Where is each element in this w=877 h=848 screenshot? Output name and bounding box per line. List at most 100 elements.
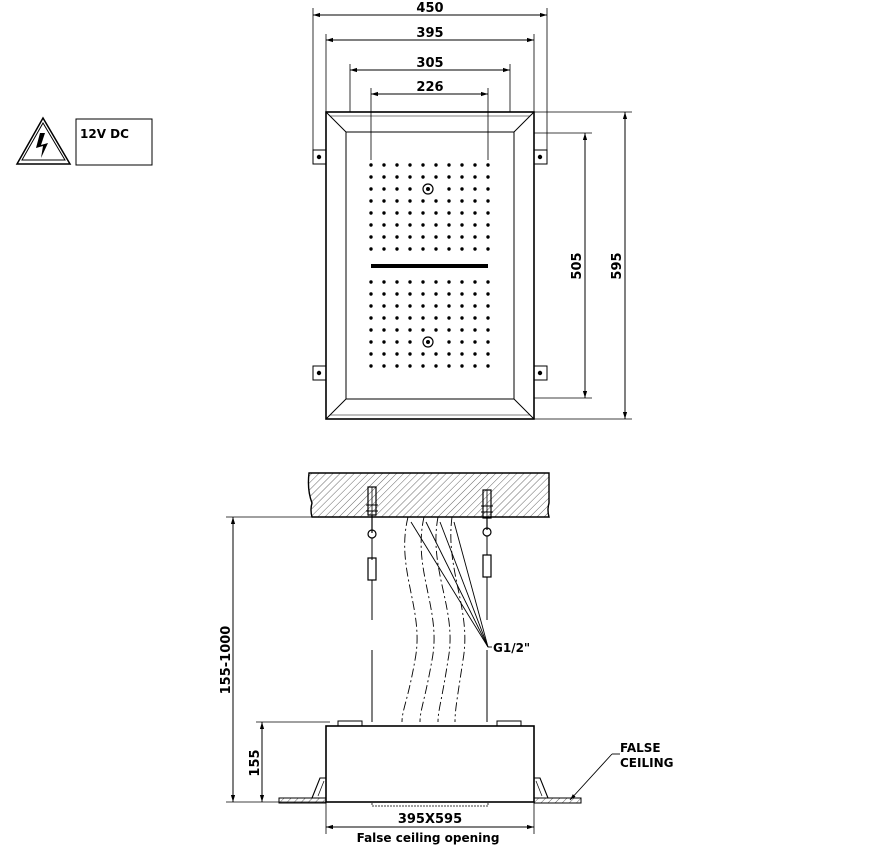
flexible-hoses — [401, 516, 466, 723]
nozzle-dot — [473, 316, 477, 320]
nozzle-dot — [382, 223, 386, 227]
nozzle-dot — [369, 163, 373, 167]
nozzle-dot — [395, 199, 399, 203]
nozzle-dot — [460, 352, 464, 356]
nozzle-dot — [460, 199, 464, 203]
nozzle-dot — [382, 163, 386, 167]
dimension-opening: 395X595 False ceiling opening — [325, 802, 535, 845]
dimension-505: 505 — [534, 132, 592, 399]
dimension-395-label: 395 — [416, 26, 443, 41]
nozzle-dot — [473, 304, 477, 308]
nozzle-dot — [460, 340, 464, 344]
nozzle-dot — [434, 280, 438, 284]
nozzle-dot — [369, 175, 373, 179]
nozzle-dot — [486, 292, 490, 296]
nozzle-dot — [369, 292, 373, 296]
nozzle-dot — [421, 304, 425, 308]
nozzle-dot — [460, 292, 464, 296]
nozzle-dot — [486, 175, 490, 179]
nozzle-dot — [460, 316, 464, 320]
nozzle-dot — [382, 187, 386, 191]
nozzle-dot — [486, 352, 490, 356]
nozzle-dot — [382, 199, 386, 203]
false-ceiling-label-line2: CEILING — [620, 756, 673, 770]
ceiling-anchor-left — [366, 486, 378, 620]
nozzle-dot — [447, 280, 451, 284]
top-view: 450 395 305 226 — [312, 1, 632, 420]
dimension-395: 395 — [325, 26, 535, 112]
nozzle-dot — [382, 247, 386, 251]
nozzle-dot — [408, 304, 412, 308]
nozzle-dot — [408, 163, 412, 167]
dimension-595-label: 595 — [610, 252, 625, 279]
nozzle-dot — [486, 235, 490, 239]
ceiling-anchor-right — [481, 489, 493, 620]
nozzle-dot — [434, 328, 438, 332]
side-view: G1/2" FALSE CEILING — [219, 472, 673, 845]
nozzle-dot — [369, 280, 373, 284]
nozzle-dot — [382, 352, 386, 356]
nozzle-dot — [382, 340, 386, 344]
nozzle-dot — [460, 364, 464, 368]
nozzle-dot — [460, 328, 464, 332]
nozzle-dot — [434, 352, 438, 356]
nozzle-dot — [395, 328, 399, 332]
dimension-226-label: 226 — [416, 80, 443, 95]
dimension-opening-label: 395X595 — [398, 812, 462, 827]
nozzle-dot — [382, 292, 386, 296]
shower-body-side — [325, 720, 535, 807]
nozzle-dot — [486, 247, 490, 251]
nozzle-dot — [447, 175, 451, 179]
nozzle-dot — [382, 211, 386, 215]
nozzle-dot — [486, 211, 490, 215]
nozzle-dot — [395, 163, 399, 167]
voltage-label-box — [75, 118, 153, 166]
nozzle-dot — [421, 163, 425, 167]
nozzle-dot — [486, 187, 490, 191]
dimension-450-label: 450 — [416, 1, 443, 16]
nozzle-dot — [395, 304, 399, 308]
nozzle-dot — [408, 316, 412, 320]
dimension-226: 226 — [370, 80, 489, 160]
dimension-450: 450 — [312, 1, 548, 160]
nozzle-dot — [473, 247, 477, 251]
electrical-warning: 12V DC — [15, 116, 153, 166]
nozzle-dot — [434, 364, 438, 368]
nozzle-dot — [369, 235, 373, 239]
nozzle-dot — [408, 364, 412, 368]
nozzle-dot — [460, 163, 464, 167]
dimension-505-label: 505 — [570, 252, 585, 279]
shower-frame-outer — [325, 111, 535, 420]
nozzle-dot — [421, 316, 425, 320]
nozzle-dot — [460, 211, 464, 215]
nozzle-dot — [473, 199, 477, 203]
nozzle-dot — [434, 199, 438, 203]
nozzle-dot — [447, 247, 451, 251]
nozzle-dot — [369, 223, 373, 227]
nozzle-dot — [408, 175, 412, 179]
nozzle-dot — [395, 292, 399, 296]
nozzle-dot — [434, 304, 438, 308]
nozzle-dot — [395, 340, 399, 344]
nozzle-dot — [395, 247, 399, 251]
nozzle-dot — [447, 163, 451, 167]
nozzle-dot — [369, 247, 373, 251]
nozzle-dot — [447, 187, 451, 191]
nozzle-dot — [395, 235, 399, 239]
nozzle-dot — [473, 364, 477, 368]
dimension-height-range-label: 155-1000 — [219, 626, 234, 695]
nozzle-grid-upper — [369, 163, 490, 251]
nozzle-dot — [473, 175, 477, 179]
nozzle-dot — [486, 163, 490, 167]
opening-caption: False ceiling opening — [357, 831, 500, 845]
nozzle-dot — [408, 199, 412, 203]
nozzle-dot — [434, 247, 438, 251]
nozzle-dot — [408, 211, 412, 215]
nozzle-dot — [369, 187, 373, 191]
nozzle-dot — [421, 364, 425, 368]
connection-callout: G1/2" — [410, 521, 530, 655]
nozzle-dot — [408, 280, 412, 284]
nozzle-dot — [395, 316, 399, 320]
voltage-label: 12V DC — [80, 127, 129, 141]
dimension-305: 305 — [349, 56, 511, 112]
